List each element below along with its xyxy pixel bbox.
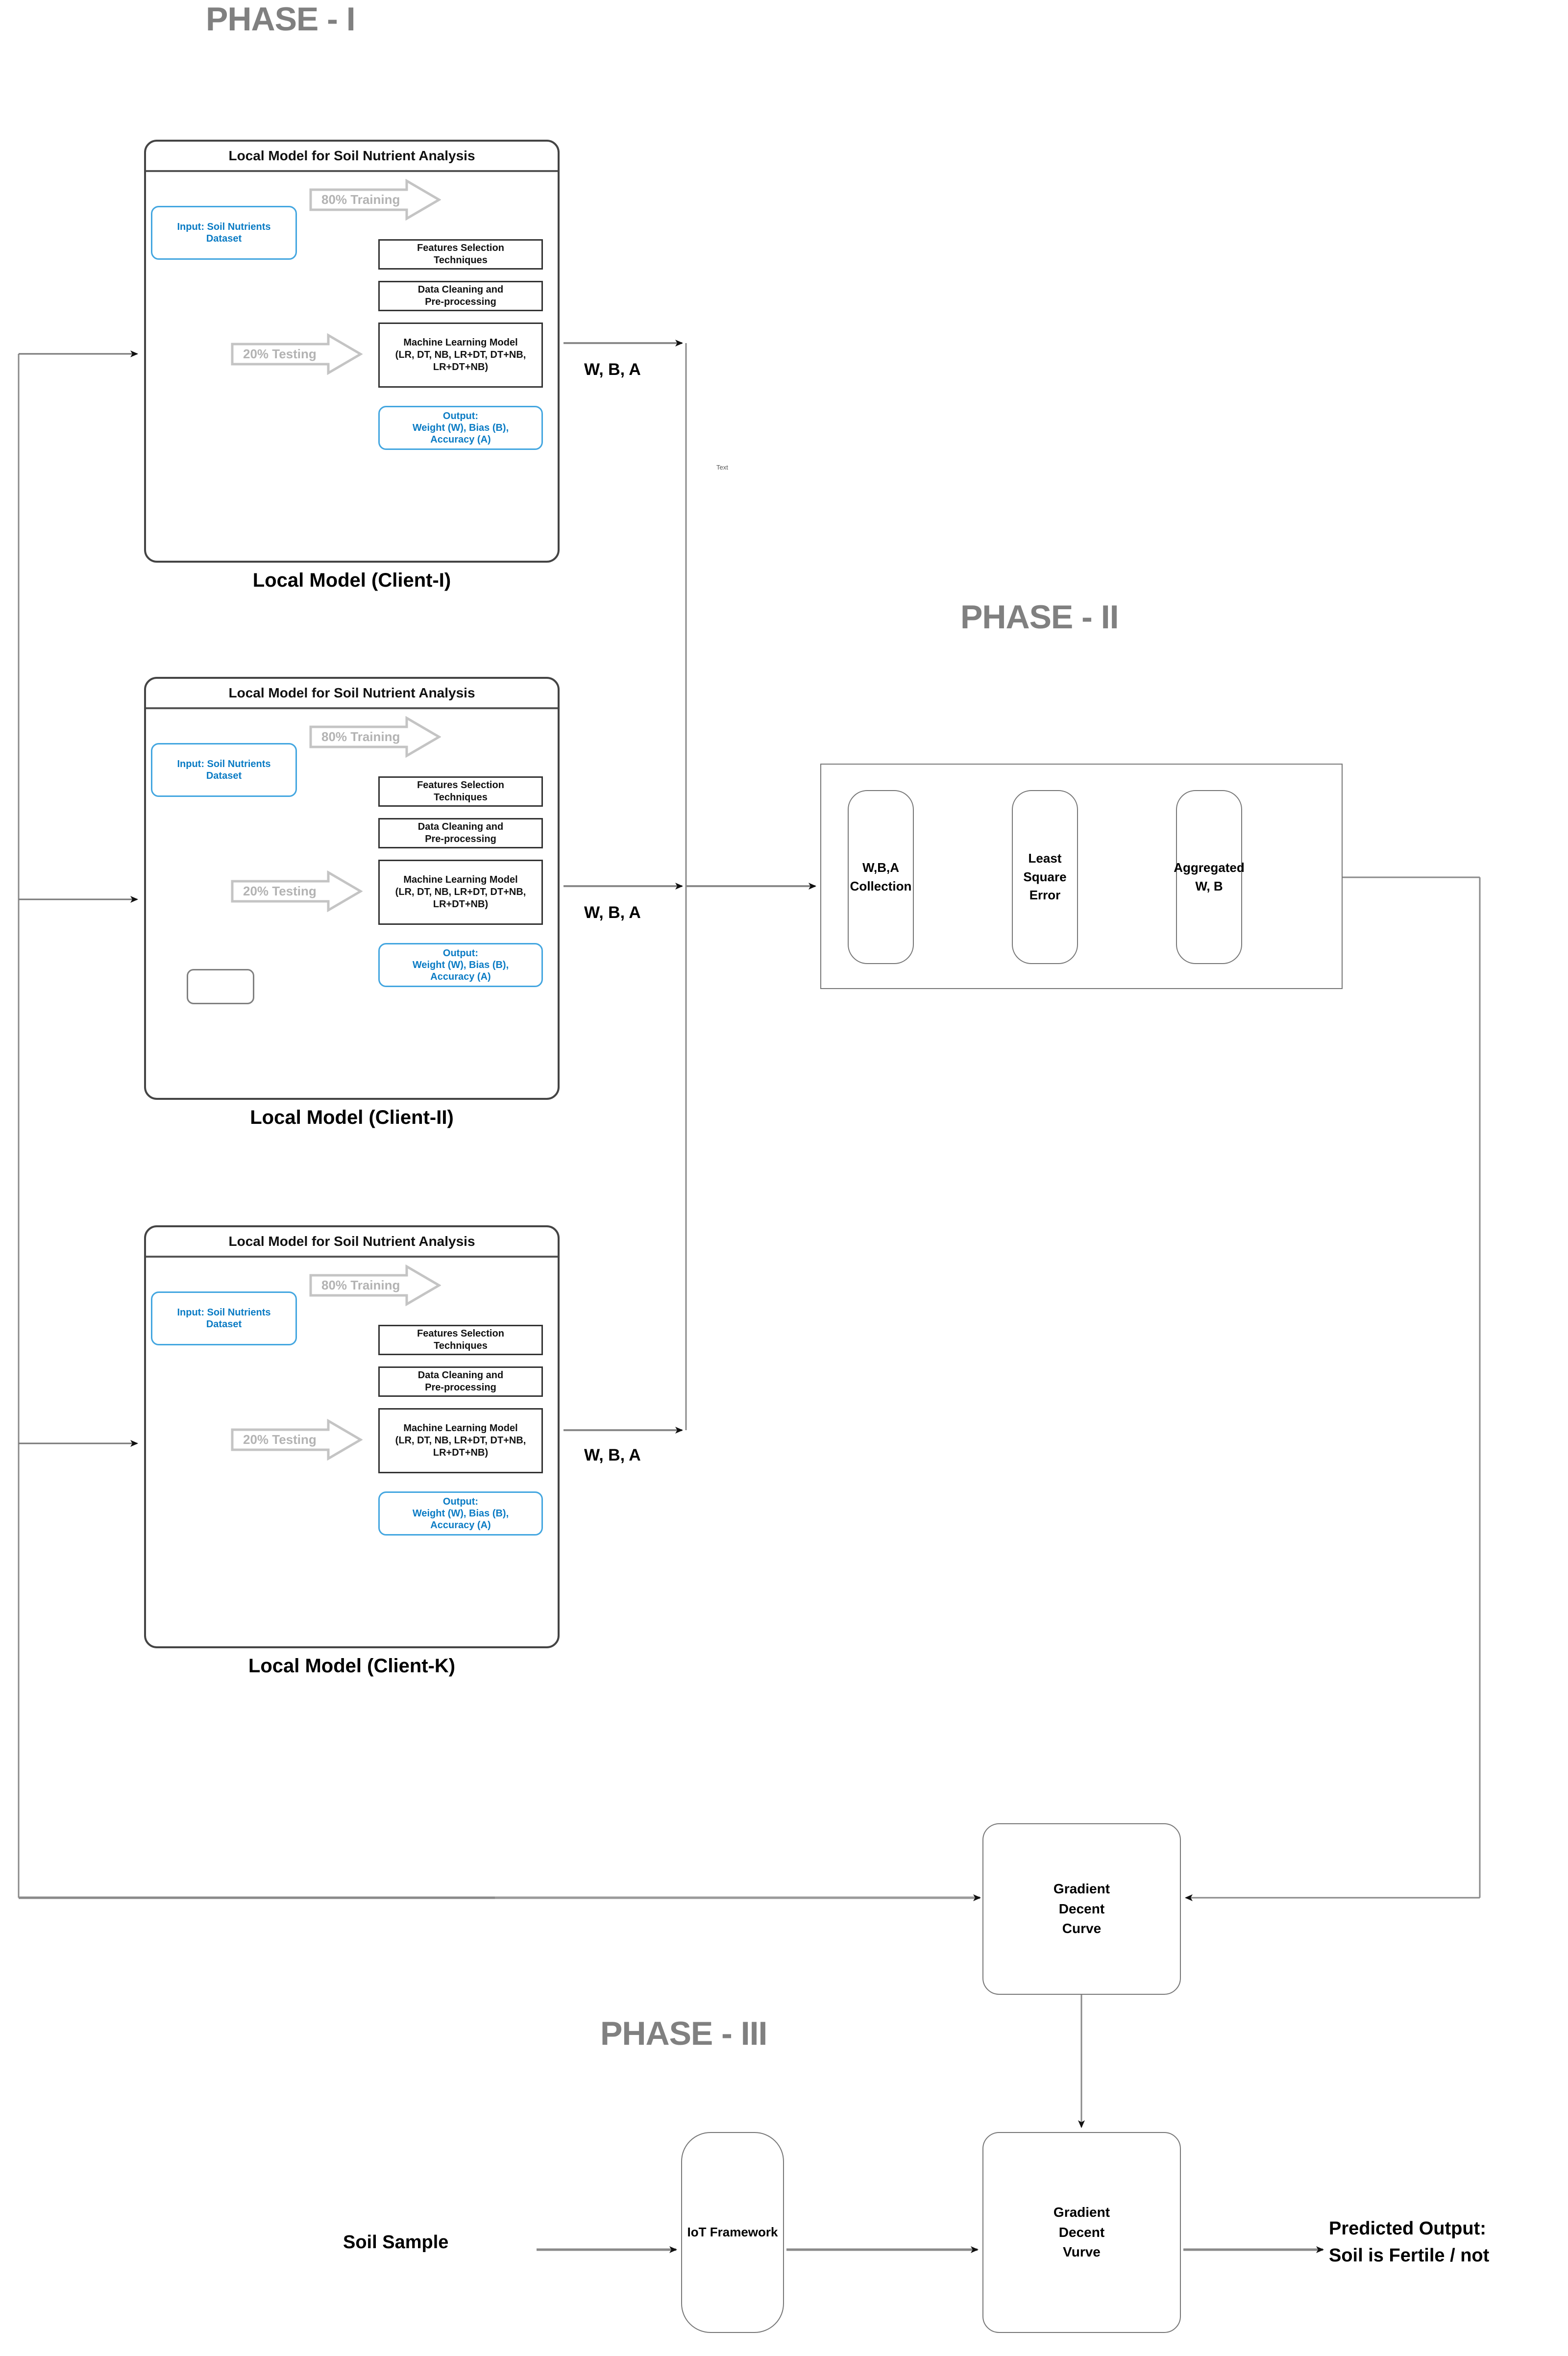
output-weight-bias-accuracy-2[interactable]: Output: Weight (W), Bias (B), Accuracy (…: [378, 943, 543, 987]
testing-split-label: 20% Testing: [243, 347, 317, 361]
data-cleaning-preprocessing-3[interactable]: Data Cleaning and Pre-processing: [378, 1366, 543, 1397]
edge-label-wba-1: W, B, A: [584, 360, 641, 379]
input-soil-nutrients-dataset-3[interactable]: Input: Soil Nutrients Dataset: [151, 1291, 297, 1345]
chevron-ribbon-shape: [231, 333, 363, 375]
training-split-label: 80% Training: [321, 1278, 400, 1292]
features-selection-techniques-1[interactable]: Features Selection Techniques: [378, 239, 543, 270]
machine-learning-model-3[interactable]: Machine Learning Model (LR, DT, NB, LR+D…: [378, 1408, 543, 1473]
aggregated-wb-box[interactable]: Aggregated W, B: [1174, 790, 1245, 964]
edge-label-wba-3: W, B, A: [584, 1446, 641, 1464]
client-caption-2: Local Model (Client-II): [250, 1107, 454, 1128]
testing-split-label: 20% Testing: [243, 1432, 317, 1447]
data-cleaning-preprocessing-2[interactable]: Data Cleaning and Pre-processing: [378, 818, 543, 848]
data-cleaning-preprocessing-1[interactable]: Data Cleaning and Pre-processing: [378, 281, 543, 311]
gradient-decent-vurve-box[interactable]: Gradient Decent Vurve: [982, 2132, 1181, 2333]
output-weight-bias-accuracy-3[interactable]: Output: Weight (W), Bias (B), Accuracy (…: [378, 1491, 543, 1536]
testing-split-arrow-2: 20% Testing: [230, 870, 363, 912]
phase-title-2: PHASE - II: [960, 598, 1119, 636]
input-soil-nutrients-dataset-1[interactable]: Input: Soil Nutrients Dataset: [151, 206, 297, 260]
client-card-header: Local Model for Soil Nutrient Analysis: [146, 142, 558, 172]
testing-split-arrow-3: 20% Testing: [230, 1419, 363, 1461]
training-split-label: 80% Training: [321, 729, 400, 744]
client-card-header: Local Model for Soil Nutrient Analysis: [146, 1227, 558, 1258]
training-split-label: 80% Training: [321, 192, 400, 207]
chevron-ribbon-shape: [231, 870, 363, 912]
iot-framework-box[interactable]: IoT Framework: [681, 2132, 784, 2333]
wba-collection-box[interactable]: W,B,A Collection: [848, 790, 914, 964]
chevron-ribbon-shape: [309, 716, 441, 758]
least-square-error-box[interactable]: Least Square Error: [1012, 790, 1078, 964]
testing-split-arrow-1: 20% Testing: [230, 333, 363, 375]
soil-sample-label: Soil Sample: [343, 2232, 449, 2253]
input-soil-nutrients-dataset-2[interactable]: Input: Soil Nutrients Dataset: [151, 743, 297, 797]
phase-title-1: PHASE - I: [206, 0, 356, 38]
chevron-ribbon-shape: [309, 1265, 441, 1306]
chevron-ribbon-shape: [309, 179, 441, 221]
phase-title-3: PHASE - III: [600, 2015, 767, 2052]
machine-learning-model-2[interactable]: Machine Learning Model (LR, DT, NB, LR+D…: [378, 860, 543, 925]
unlabeled-placeholder-box-2[interactable]: [187, 969, 254, 1004]
gradient-decent-curve-box[interactable]: Gradient Decent Curve: [982, 1823, 1181, 1995]
testing-split-label: 20% Testing: [243, 884, 317, 898]
training-split-arrow-3: 80% Training: [309, 1265, 441, 1306]
training-split-arrow-1: 80% Training: [309, 179, 441, 221]
client-card-header: Local Model for Soil Nutrient Analysis: [146, 679, 558, 709]
training-split-arrow-2: 80% Training: [309, 716, 441, 758]
features-selection-techniques-3[interactable]: Features Selection Techniques: [378, 1325, 543, 1355]
features-selection-techniques-2[interactable]: Features Selection Techniques: [378, 776, 543, 807]
client-caption-1: Local Model (Client-I): [252, 570, 451, 591]
edge-label-wba-2: W, B, A: [584, 903, 641, 922]
chevron-ribbon-shape: [231, 1419, 363, 1461]
stray-text-artifact: Text: [716, 464, 728, 471]
predicted-output-label: Predicted Output: Soil is Fertile / not: [1329, 2218, 1490, 2266]
machine-learning-model-1[interactable]: Machine Learning Model (LR, DT, NB, LR+D…: [378, 322, 543, 388]
output-weight-bias-accuracy-1[interactable]: Output: Weight (W), Bias (B), Accuracy (…: [378, 406, 543, 450]
client-caption-3: Local Model (Client-K): [248, 1655, 456, 1677]
